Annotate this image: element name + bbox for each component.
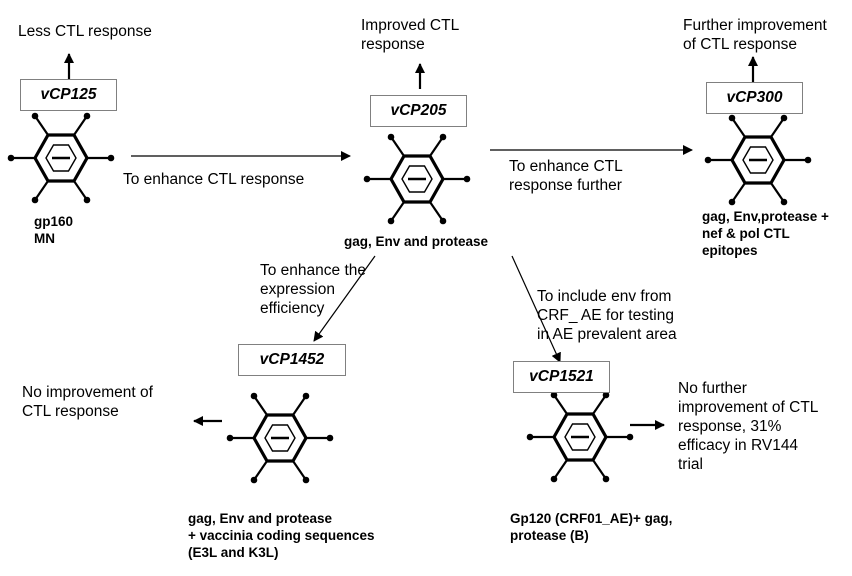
vcp300-insert: gag, Env,protease + nef & pol CTL epitop…	[702, 209, 829, 258]
vcp205-label: vCP205	[370, 95, 467, 127]
vcp125-molecule-icon	[7, 112, 115, 204]
vcp300-label: vCP300	[706, 82, 803, 114]
arrow-vcp205-to-vcp1521	[511, 255, 561, 363]
vcp300-outcome: Further improvement of CTL response	[683, 17, 827, 53]
transition-to-vcp300: To enhance CTL response further	[509, 158, 623, 194]
transition-to-vcp1452: To enhance the expression efficiency	[260, 262, 367, 317]
vcp1521-molecule-icon	[526, 391, 634, 483]
transition-to-vcp205: To enhance CTL response	[123, 171, 305, 188]
vcp1452-outcome: No improvement of CTL response	[22, 384, 153, 420]
vcp205-outcome: Improved CTL response	[361, 17, 460, 53]
vcp1452-insert: gag, Env and protease + vaccinia coding …	[188, 511, 375, 560]
vcp1452-molecule-icon	[226, 392, 334, 484]
vcp205-insert: gag, Env and protease	[344, 234, 489, 249]
vcp300-molecule-icon	[704, 114, 812, 206]
vcp1521-insert: Gp120 (CRF01_AE)+ gag, protease (B)	[510, 511, 673, 543]
vcp205-molecule-icon	[363, 133, 471, 225]
vcp125-label: vCP125	[20, 79, 117, 111]
vcp1521-outcome: No further improvement of CTL response, …	[678, 380, 819, 473]
vcp1521-label: vCP1521	[513, 361, 610, 393]
vcp125-insert: gp160 MN	[34, 214, 74, 246]
arrow-vcp205-to-vcp1452	[313, 255, 376, 342]
transition-to-vcp1521: To include env from CRF_ AE for testing …	[537, 288, 677, 343]
vcp125-outcome: Less CTL response	[18, 23, 152, 40]
vcp1452-label: vCP1452	[238, 344, 346, 376]
